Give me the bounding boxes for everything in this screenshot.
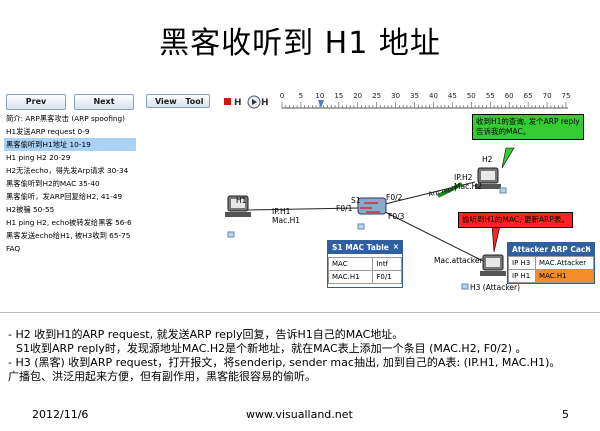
next-button[interactable]: Next [74, 94, 134, 110]
footer-page-number: 5 [562, 408, 569, 421]
body-line: S1收到ARP reply时，发现源地址MAC.H2是个新地址，就在MAC表上添… [16, 342, 527, 355]
svg-text:H: H [234, 98, 242, 108]
tool-menu[interactable]: Tool [185, 97, 204, 106]
timeline-tick: 45 [447, 92, 457, 100]
link-h1-s1 [247, 207, 359, 211]
stop-icon[interactable] [224, 98, 231, 105]
red-speech-bubble: 偷听到H1的MAC, 更新ARP表。 [458, 212, 573, 228]
timeline-tick: 60 [504, 92, 514, 100]
divider [0, 312, 600, 313]
table-cell-highlight: MAC.H1 [535, 269, 594, 283]
attacker-arp-table-header: Attacker ARP Cach × [508, 243, 594, 256]
s1-label: S1 [351, 196, 361, 205]
timeline-tick: 15 [334, 92, 344, 100]
h2-label: H2 [482, 155, 493, 164]
timeline-tick: 75 [561, 92, 571, 100]
h1-ip-label: IP.H1 [272, 207, 291, 216]
close-icon[interactable]: × [392, 242, 399, 251]
table-header-cell: MAC [327, 257, 374, 271]
footer-site: www.visualland.net [246, 408, 353, 421]
h2-computer-icon[interactable] [475, 167, 501, 189]
table-cell: IP H3 [508, 256, 537, 270]
arp-packet-line [437, 182, 463, 198]
h1-mac-label: Mac.H1 [272, 216, 300, 225]
port-f03-label: F0/3 [388, 212, 405, 221]
switch-s1-icon[interactable] [357, 197, 387, 215]
table-cell: MAC.H1 [327, 270, 374, 284]
bubble-line: 收到H1的查询, 发个ARP reply [476, 117, 580, 126]
bubble-line: 告诉我的MAC。 [476, 127, 531, 136]
close-icon[interactable]: × [584, 244, 591, 253]
network-diagram [225, 147, 515, 290]
h1-computer-icon[interactable] [225, 195, 251, 217]
slide-title: 黑客收听到 H1 地址 [159, 26, 441, 61]
table-cell: IP H1 [508, 269, 537, 283]
step-item[interactable]: H1 ping H2, echo被转发给黑客 56-6 [6, 218, 132, 227]
h3-port-icon [461, 283, 469, 290]
step-item[interactable]: FAQ [6, 244, 21, 253]
table-header-cell: Intf [372, 257, 402, 271]
step-item[interactable]: H1发送ARP request 0-9 [6, 127, 90, 136]
s1-mac-table-title: S1 MAC Table [332, 243, 389, 252]
view-tool-bar[interactable]: View Tool [146, 94, 210, 108]
timeline-tick: 50 [466, 92, 476, 100]
link-s1-h3 [384, 211, 486, 263]
port-f01-label: F0/1 [336, 204, 353, 213]
step-list: 简介: ARP黑客攻击 (ARP spoofing) H1发送ARP reque… [4, 112, 136, 255]
h3-attacker-icon[interactable] [480, 254, 506, 276]
s1-mac-table-header: S1 MAC Table × [328, 241, 402, 254]
timeline-scale: 0 5 10 15 20 25 30 35 40 45 50 55 60 65 … [279, 92, 571, 102]
h2-mac-label: Mac.H2 [454, 182, 482, 191]
step-controls[interactable]: H H [234, 95, 268, 109]
timeline-tick: 35 [410, 92, 419, 100]
port-f02-label: F0/2 [386, 193, 403, 202]
attacker-arp-table-title: Attacker ARP Cach [512, 245, 591, 254]
step-item[interactable]: 黑客发送echo给H1, 被H3收到 65-75 [6, 231, 131, 240]
timeline-tick: 20 [353, 92, 363, 100]
s1-port-icon [357, 223, 365, 230]
h1-label: H1 [236, 196, 247, 205]
table-cell: MAC.Attacker [535, 256, 594, 270]
step-item[interactable]: 黑客偷听到H1地址 10-19 [4, 138, 136, 151]
timeline-marker[interactable] [318, 100, 324, 108]
timeline-tick: 25 [372, 92, 382, 100]
table-cell: F0/1 [372, 270, 402, 284]
explanation-text: - H2 收到H1的ARP request, 就发送ARP reply回复，告诉… [8, 328, 560, 384]
timeline-slider[interactable] [278, 100, 570, 112]
h3-label: H3 (Attacker) [470, 283, 521, 292]
attacker-mac-label: Mac.attacker [434, 256, 483, 265]
step-item[interactable]: H2被骗 50-55 [6, 205, 55, 214]
step-item[interactable]: 黑客偷听，发ARP回复给H2, 41-49 [6, 192, 123, 201]
step-item[interactable]: 简介: ARP黑客攻击 (ARP spoofing) [6, 114, 126, 123]
step-item[interactable]: 黑客偷听到H2的MAC 35-40 [6, 179, 100, 188]
timeline-tick: 40 [429, 92, 438, 100]
green-speech-bubble: 收到H1的查询, 发个ARP reply 告诉我的MAC。 [472, 114, 584, 140]
timeline-tick: 0 [279, 92, 285, 100]
timeline-tick: 10 [315, 92, 325, 100]
step-item[interactable]: H1 ping H2 20-29 [6, 153, 71, 162]
step-item[interactable]: H2无法echo，得先发Arp请求 30-34 [6, 166, 129, 175]
timeline-tick: 30 [391, 92, 401, 100]
body-line: 广播包、洪泛用起来方便，但有副作用，黑客能很容易的偷听。 [8, 370, 316, 383]
footer-date: 2012/11/6 [32, 408, 89, 421]
timeline-tick: 70 [542, 92, 552, 100]
h2-ip-label: IP.H2 [454, 173, 473, 182]
timeline-tick: 65 [523, 92, 533, 100]
view-menu[interactable]: View [155, 97, 177, 106]
body-line: - H2 收到H1的ARP request, 就发送ARP reply回复，告诉… [8, 328, 404, 341]
svg-text:H: H [261, 98, 268, 108]
h2-port-icon [499, 187, 507, 194]
prev-button[interactable]: Prev [6, 94, 66, 110]
timeline-tick: 55 [485, 92, 495, 100]
timeline-tick: 5 [298, 92, 304, 100]
body-line: - H3 (黑客) 收到ARP request，打开报文，将senderip, … [8, 356, 561, 369]
h1-port-icon [227, 231, 235, 238]
